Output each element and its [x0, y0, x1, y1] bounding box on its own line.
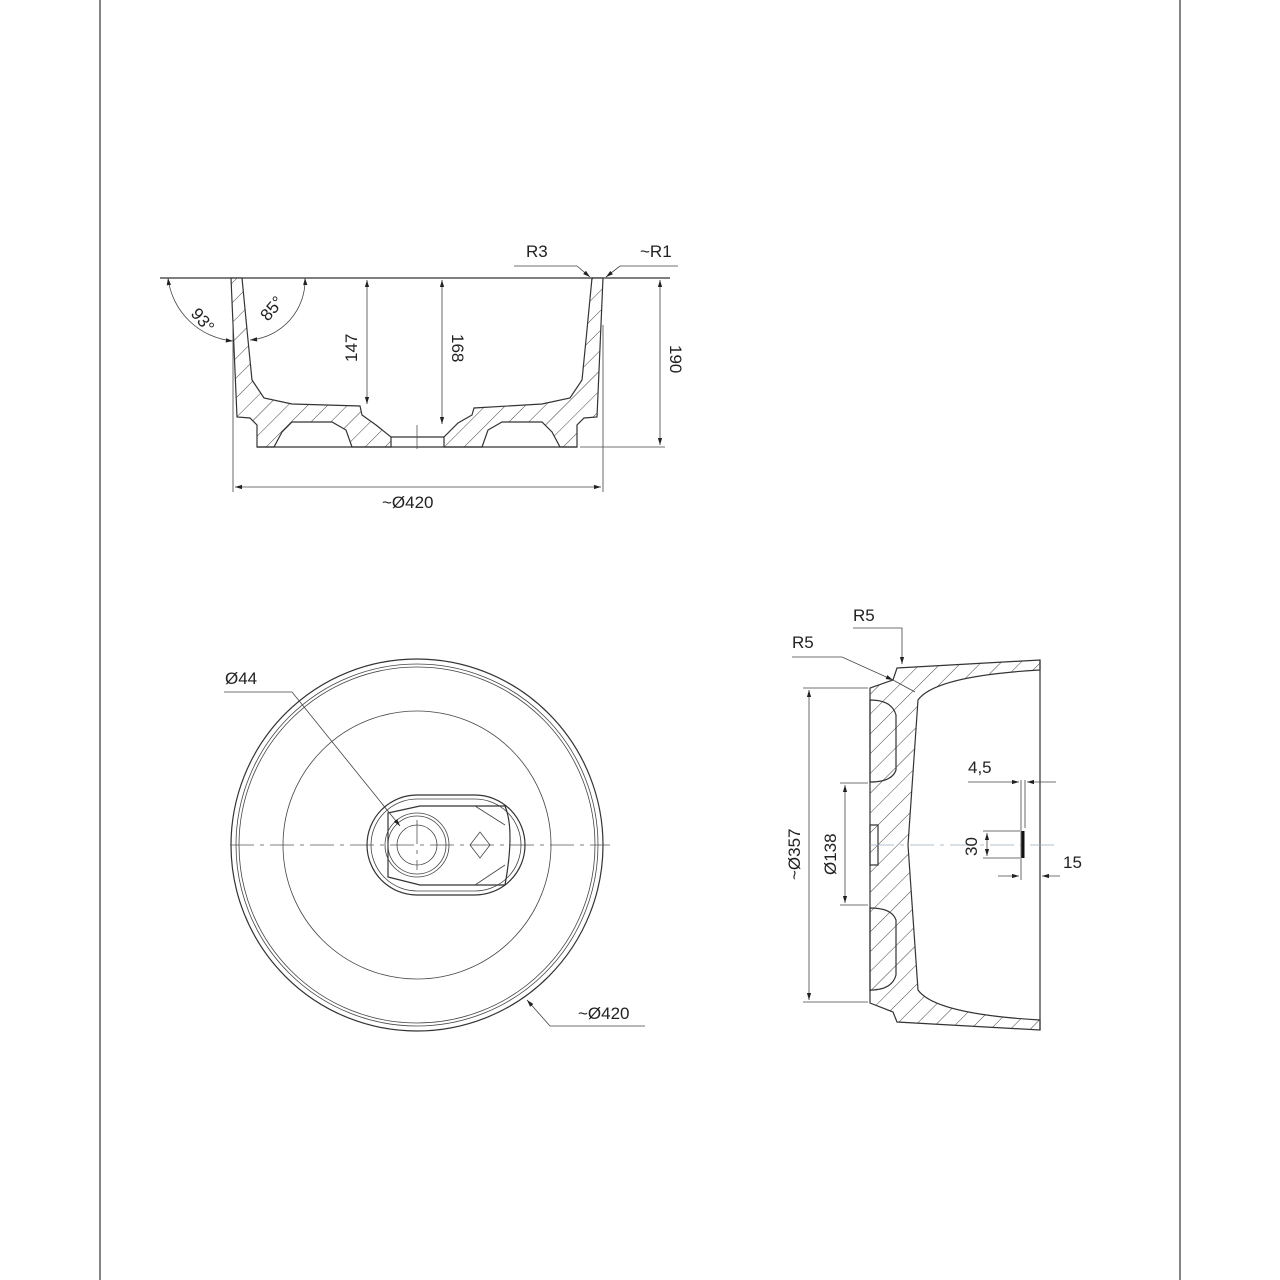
overflow-width-label: 4,5: [968, 758, 992, 777]
diameter-420-label: ~Ø420: [382, 493, 434, 512]
section-right-wall: [443, 277, 604, 448]
drain-diameter-138-label: Ø138: [821, 833, 840, 875]
plan-view: Ø44 ~Ø420: [224, 658, 645, 1032]
angle-85-label: 85°: [257, 293, 288, 325]
section-view: 93° 85° 147 168 190 R3 ~R1 ~Ø420: [160, 242, 685, 512]
base-diameter-357-label: ~Ø357: [785, 828, 804, 880]
radius-r3-label: R3: [526, 242, 548, 261]
side-view: ~Ø357 Ø138 R5 R5 4,5 30 15: [785, 606, 1082, 1031]
depth-147-label: 147: [342, 334, 361, 362]
overflow-height-label: 30: [962, 837, 981, 856]
drain-diameter-44-label: Ø44: [225, 669, 257, 688]
radius-r5-side-label: R5: [792, 633, 814, 652]
depth-168-label: 168: [448, 334, 467, 362]
height-190-label: 190: [666, 345, 685, 373]
overflow-offset-label: 15: [1063, 853, 1082, 872]
radius-r5-top-label: R5: [853, 606, 875, 625]
angle-93-label: 93°: [187, 304, 218, 336]
plan-diameter-420-label: ~Ø420: [578, 1004, 630, 1023]
radius-r1-label: ~R1: [640, 242, 672, 261]
